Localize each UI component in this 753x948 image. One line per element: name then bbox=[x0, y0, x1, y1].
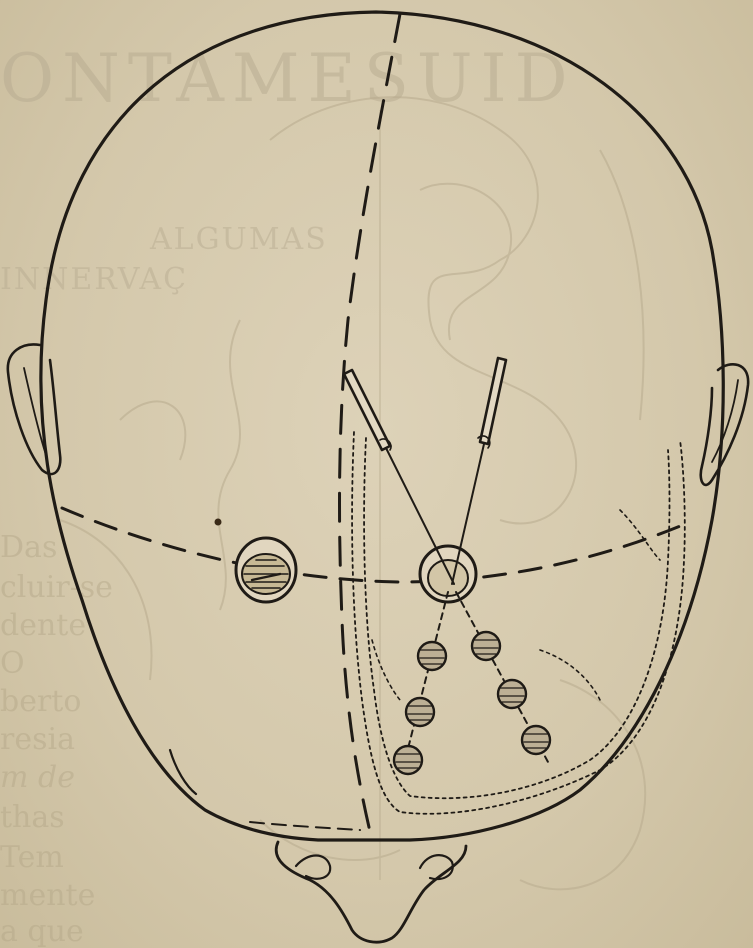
left-trepanation-hole bbox=[236, 538, 296, 602]
skull-outline bbox=[41, 12, 723, 840]
needle-right bbox=[452, 358, 506, 584]
bead-chain-right bbox=[472, 632, 550, 754]
skull-drawing bbox=[8, 12, 748, 942]
transverse-dashed-line bbox=[62, 508, 690, 582]
needle-left bbox=[344, 370, 454, 584]
nose-outline bbox=[276, 842, 466, 942]
bleed-through-brain-drawing bbox=[60, 97, 645, 889]
